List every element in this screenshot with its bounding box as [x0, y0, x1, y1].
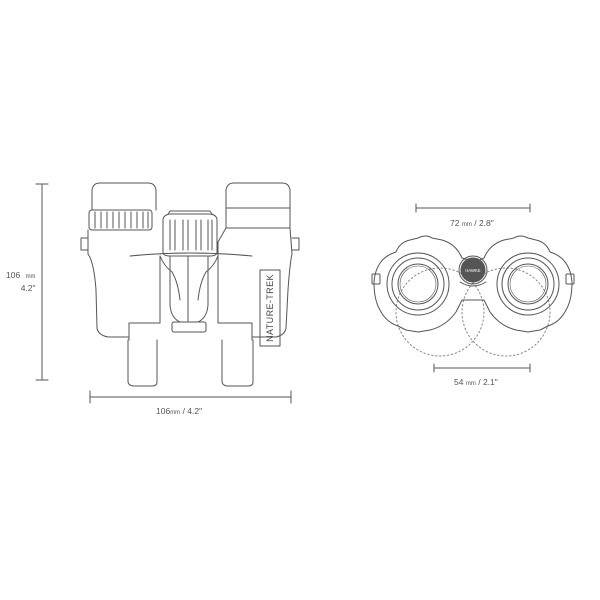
left-eyepiece-lens [397, 263, 439, 305]
height-label: 106 mm 4.2" [6, 271, 36, 293]
folded-position-outline [395, 267, 551, 357]
right-diopter-band [225, 207, 291, 229]
center-stem [169, 255, 209, 323]
bridge-plate [129, 252, 253, 257]
objective-span-imperial: / 2.8" [474, 218, 494, 228]
width-imperial: / 4.2" [182, 406, 203, 416]
center-focus-knob [460, 257, 486, 283]
left-hinge-curve [159, 255, 181, 301]
ipd-unit: mm [465, 381, 476, 387]
width-value: 106 [156, 406, 171, 416]
ipd-value: 54 [454, 377, 464, 387]
right-eyecup [225, 182, 291, 211]
left-objective-housing [127, 339, 158, 387]
right-eyepiece-ring [501, 257, 555, 311]
center-hinge-pin [171, 321, 207, 333]
objective-span-value: 72 [450, 218, 460, 228]
left-eyecup [91, 182, 157, 211]
height-dimension-line [35, 183, 49, 381]
right-lug-tab [565, 273, 575, 285]
width-label: 106mm / 4.2" [156, 407, 202, 416]
right-barrel [217, 227, 293, 338]
height-unit: mm [25, 274, 36, 280]
product-label-plate [259, 269, 281, 347]
left-lug-tab [371, 273, 381, 285]
binocular-front-view [80, 182, 300, 387]
width-dimension-line [89, 390, 292, 404]
right-eyepiece-lens [507, 263, 549, 305]
ipd-imperial: / 2.1" [478, 377, 498, 387]
left-eyepiece-outer [386, 252, 450, 316]
left-eyepiece-ring [391, 257, 445, 311]
left-ring-knurling [94, 211, 149, 229]
width-unit: mm [170, 410, 181, 416]
right-strap-lug [291, 237, 300, 251]
binocular-rear-view [371, 235, 575, 357]
left-diopter-ring [88, 209, 153, 231]
left-barrel [87, 229, 161, 338]
right-hinge-curve [197, 255, 219, 301]
brand-badge: HAWKE [465, 268, 480, 273]
center-bridge [459, 281, 487, 287]
left-strap-lug [80, 237, 89, 251]
right-objective-housing [221, 339, 254, 387]
right-eyepiece-outer [496, 252, 560, 316]
height-value: 106 [6, 270, 21, 280]
focus-wheel-knurling [169, 219, 213, 251]
ipd-label: 54 mm / 2.1" [454, 378, 498, 387]
product-label: NATURE-TREK [265, 274, 275, 342]
focus-wheel [162, 213, 218, 257]
ipd-dimension-line [433, 363, 531, 373]
objective-span-dimension-line [415, 203, 531, 213]
height-imperial: 4.2" [20, 283, 36, 293]
objective-span-label: 72 mm / 2.8" [450, 219, 494, 228]
objective-span-unit: mm [461, 222, 472, 228]
